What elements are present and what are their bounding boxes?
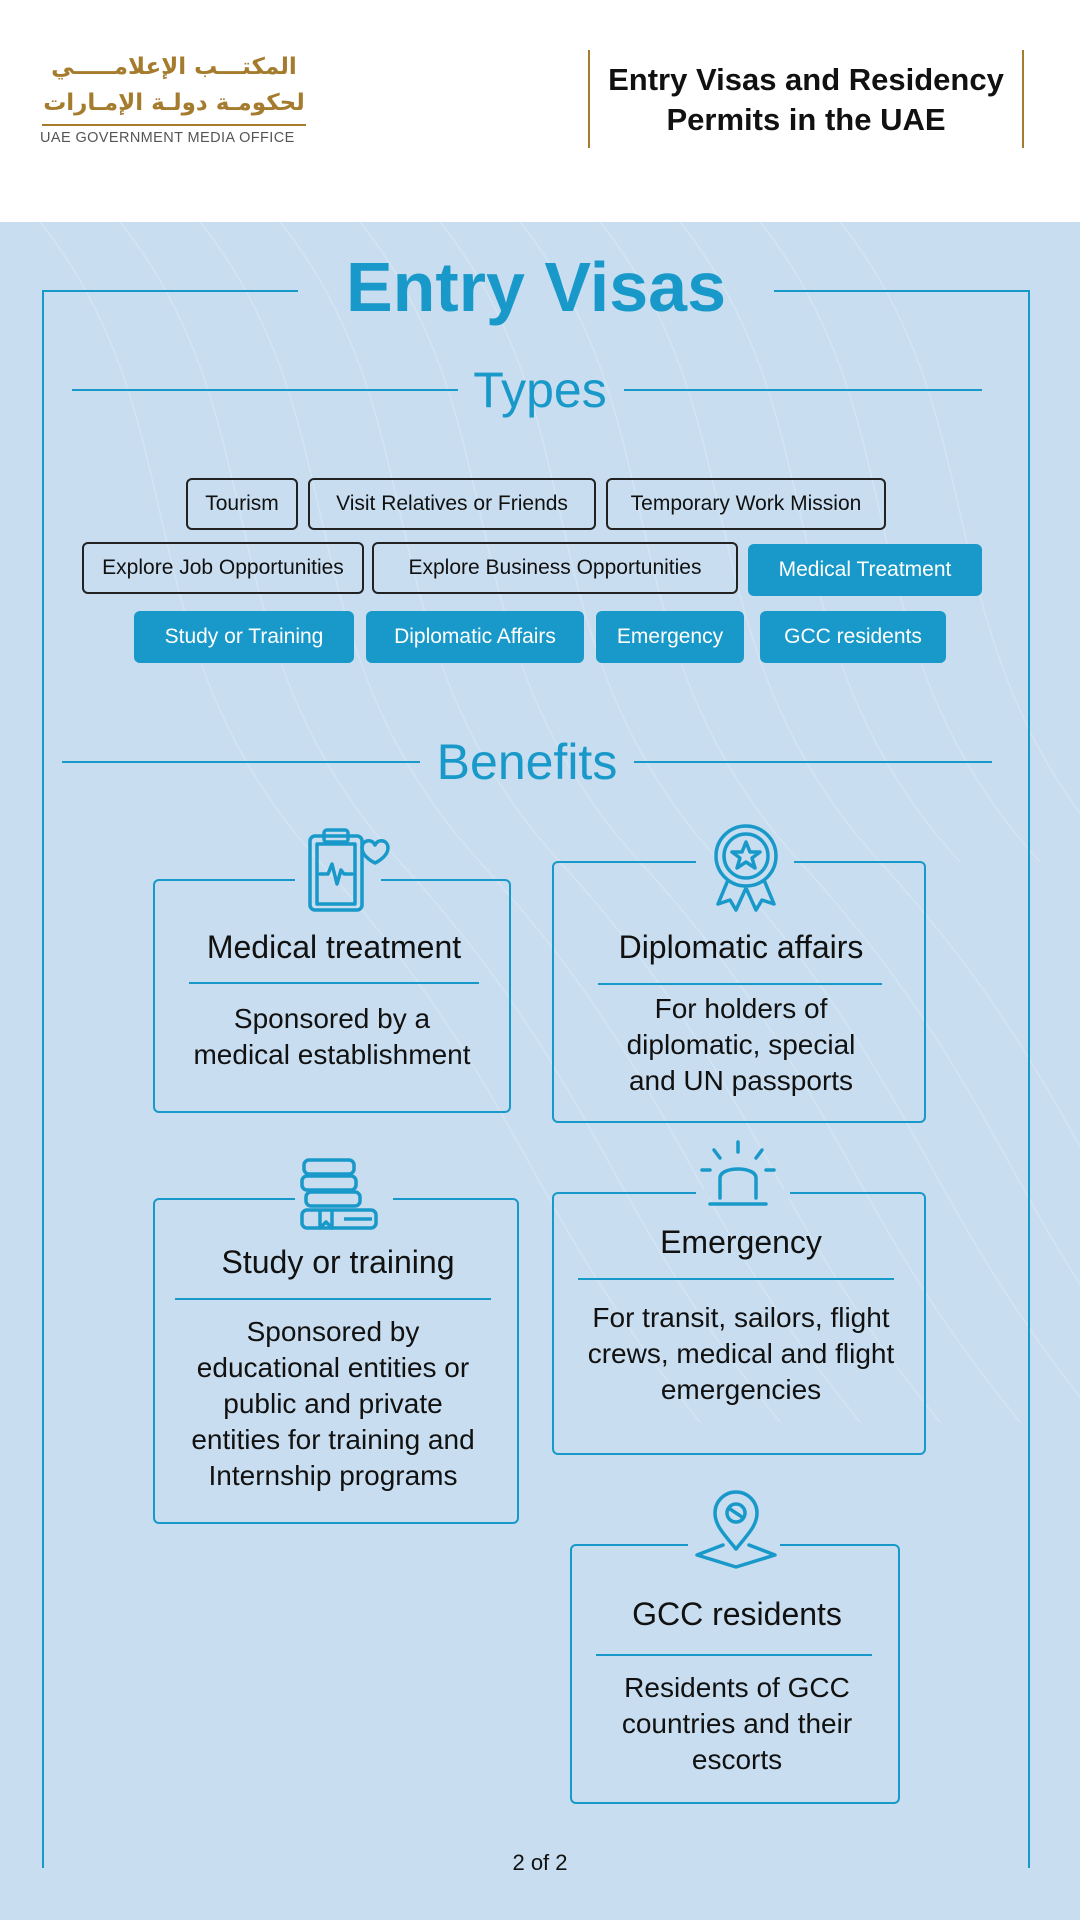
benefit-description: For transit, sailors, flight crews, medi…	[587, 1302, 895, 1405]
benefits-line-left	[62, 761, 420, 763]
benefit-description: Sponsored by a medical establishment	[193, 1003, 471, 1070]
main-panel	[0, 222, 1080, 1920]
siren-icon	[700, 1140, 776, 1206]
type-tag-medical-treatment: Medical Treatment	[748, 544, 982, 596]
main-title: Entry Visas	[345, 248, 727, 326]
benefits-line-right	[634, 761, 992, 763]
uae-government-media-office-logo: المكتـــب الإعلامـــــي لحكومـة دولـة ال…	[40, 50, 312, 150]
frame-top-left-line	[42, 290, 298, 292]
frame-left-line	[42, 290, 44, 1868]
document-title-box: Entry Visas and Residency Permits in the…	[588, 50, 1024, 148]
type-tag-visit-relatives: Visit Relatives or Friends	[308, 478, 596, 530]
document-title-line-2: Permits in the UAE	[666, 102, 946, 137]
document-title: Entry Visas and Residency Permits in the…	[590, 60, 1022, 140]
benefit-title: Diplomatic affairs	[618, 929, 864, 965]
award-medal-icon	[714, 824, 778, 912]
benefit-card-study: Study or training Sponsored by education…	[153, 1196, 519, 1524]
frame-top-right-line	[774, 290, 1030, 292]
type-tag-explore-job: Explore Job Opportunities	[82, 542, 364, 594]
benefit-description: Sponsored by educational entities or pub…	[191, 1316, 475, 1491]
benefit-title: Emergency	[660, 1224, 822, 1260]
benefit-divider	[175, 1298, 491, 1300]
document-title-line-1: Entry Visas and Residency	[608, 62, 1004, 97]
type-tag-gcc-residents: GCC residents	[760, 611, 946, 663]
benefit-card-medical: Medical treatment Sponsored by a medical…	[153, 877, 511, 1113]
benefit-card-emergency: Emergency For transit, sailors, flight c…	[552, 1190, 926, 1455]
medical-clipboard-icon	[308, 828, 390, 912]
type-tag-emergency: Emergency	[596, 611, 744, 663]
type-tag-study-training: Study or Training	[134, 611, 354, 663]
benefits-heading: Benefits	[436, 734, 618, 790]
location-pin-icon	[695, 1490, 777, 1569]
benefit-description: Residents of GCC countries and their esc…	[621, 1672, 853, 1775]
benefit-divider	[578, 1278, 894, 1280]
type-tag-diplomatic-affairs: Diplomatic Affairs	[366, 611, 584, 663]
books-icon	[300, 1158, 378, 1230]
logo-english-text: UAE GOVERNMENT MEDIA OFFICE	[40, 130, 295, 146]
benefit-title: GCC residents	[632, 1596, 842, 1632]
logo-arabic-line-1: المكتـــب الإعلامـــــي	[51, 54, 297, 80]
type-tag-tourism: Tourism	[186, 478, 298, 530]
type-tag-explore-business: Explore Business Opportunities	[372, 542, 738, 594]
benefit-divider	[596, 1654, 872, 1656]
types-line-left	[72, 389, 458, 391]
page-indicator: 2 of 2	[512, 1850, 568, 1875]
header: المكتـــب الإعلامـــــي لحكومـة دولـة ال…	[0, 0, 1080, 222]
benefit-card-diplomatic: Diplomatic affairs For holders of diplom…	[552, 859, 926, 1123]
frame-right-line	[1028, 290, 1030, 1868]
benefit-description: For holders of diplomatic, special and U…	[626, 993, 856, 1096]
background-wave-pattern	[39, 222, 1080, 1423]
benefit-divider	[598, 983, 882, 985]
types-line-right	[624, 389, 982, 391]
logo-arabic-line-2: لحكومـة دولـة الإمـارات	[43, 90, 305, 116]
type-tag-temporary-work: Temporary Work Mission	[606, 478, 886, 530]
benefit-title: Study or training	[221, 1244, 455, 1280]
benefit-card-gcc: GCC residents Residents of GCC countries…	[570, 1542, 900, 1804]
benefit-title: Medical treatment	[206, 929, 462, 965]
benefit-divider	[189, 982, 479, 984]
types-heading: Types	[473, 362, 607, 418]
logo-divider	[42, 124, 306, 126]
